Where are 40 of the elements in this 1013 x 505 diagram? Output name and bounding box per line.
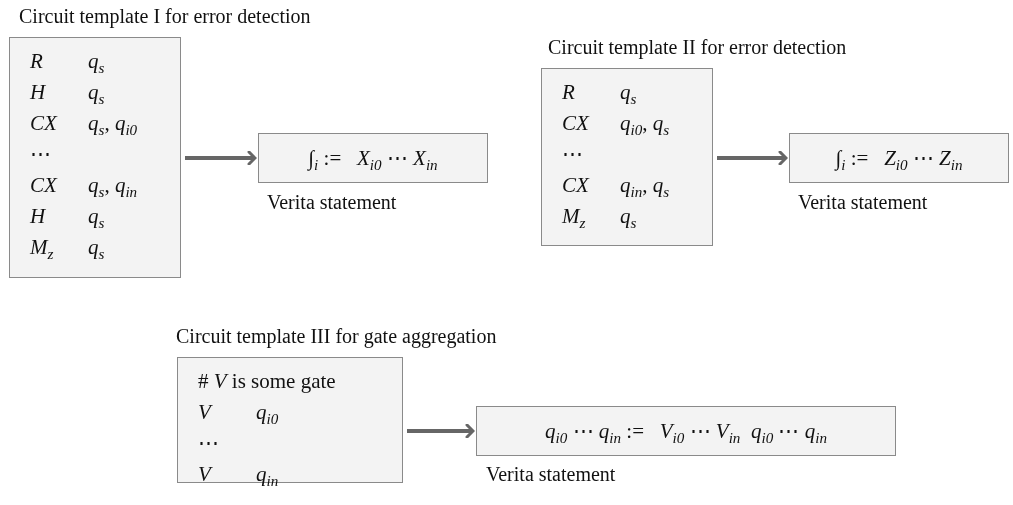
gate-name: M$_{z}$ — [30, 234, 55, 261]
qubit-operand: q$_{in}$, q$_{s}$ — [620, 172, 670, 199]
statement-box — [258, 133, 488, 183]
gate-name: CX — [562, 172, 591, 199]
gate-name: V — [198, 461, 214, 488]
gate-name: M$_{z}$ — [562, 203, 587, 230]
statement-caption: Verita statement — [798, 191, 928, 214]
gate-name: R — [562, 79, 576, 106]
template-heading: Circuit template II for error detection — [548, 36, 847, 59]
statement-caption: Verita statement — [267, 191, 397, 214]
qubit-operand: q$_{s}$, q$_{i0}$ — [88, 110, 138, 137]
gate-name: CX — [562, 110, 591, 137]
statement-box — [476, 406, 896, 456]
circuit-line: ⋯ — [30, 141, 52, 168]
qubit-operand: q$_{s}$ — [620, 79, 638, 106]
qubit-operand: q$_{i0}$, q$_{s}$ — [620, 110, 670, 137]
statement-formula: ∫$_{i}$ := X$_{i0}$ ⋯ X$_{in}$ — [306, 146, 439, 170]
gate-name: CX — [30, 110, 59, 137]
statement-formula: ∫$_{i}$ := Z$_{i0}$ ⋯ Z$_{in}$ — [833, 146, 964, 170]
qubit-operand: q$_{in}$ — [256, 461, 280, 488]
gate-name: H — [30, 79, 47, 106]
gate-name: R — [30, 48, 44, 75]
circuit-line: ⋯ — [198, 430, 220, 457]
gate-name: H — [30, 203, 47, 230]
qubit-operand: q$_{i0}$ — [256, 399, 280, 426]
circuit-line: ⋯ — [562, 141, 584, 168]
qubit-operand: q$_{s}$ — [88, 234, 106, 261]
statement-caption: Verita statement — [486, 463, 616, 486]
circuit-line: # V is some gate — [198, 368, 336, 395]
gate-name: V — [198, 399, 214, 426]
template-heading: Circuit template III for gate aggregation — [176, 325, 497, 348]
qubit-operand: q$_{s}$ — [620, 203, 638, 230]
statement-box — [789, 133, 1009, 183]
qubit-operand: q$_{s}$, q$_{in}$ — [88, 172, 138, 199]
gate-name: CX — [30, 172, 59, 199]
qubit-operand: q$_{s}$ — [88, 203, 106, 230]
qubit-operand: q$_{s}$ — [88, 79, 106, 106]
qubit-operand: q$_{s}$ — [88, 48, 106, 75]
statement-formula: q$_{i0}$ ⋯ q$_{in}$ := V$_{i0}$ ⋯ V$_{in}$ q$_{i0}$ ⋯ q$_{in}$ — [544, 419, 828, 443]
template-heading: Circuit template I for error detection — [19, 5, 311, 28]
